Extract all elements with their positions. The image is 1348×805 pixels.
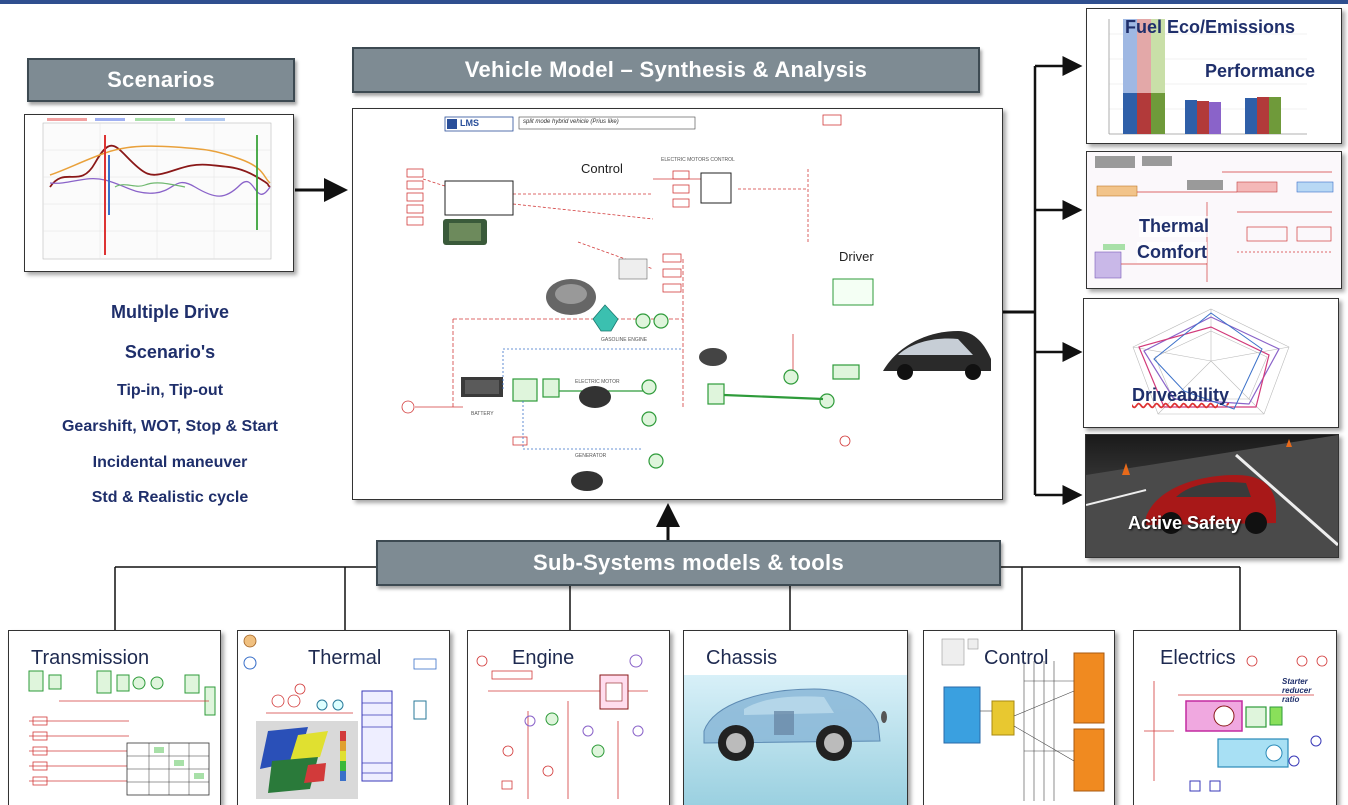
performance-title: Performance [1205,61,1316,81]
driveability-title: Driveability [1132,385,1230,405]
vm-logo-text: LMS [460,118,479,128]
driveability-radar [1132,308,1290,415]
subsystem-control-panel: Control [923,630,1115,805]
subsystem-electrics-panel: Electrics Starter reducer ratio [1133,630,1337,805]
subsystem-transmission-panel: Transmission [8,630,221,805]
drive-cycle-plot [42,118,272,260]
transmission-schematic [28,670,216,796]
comfort-title: Comfort [1137,242,1207,263]
hybrid-schematic [401,114,991,491]
scenario-item-incidental: Incidental maneuver [92,454,248,471]
top-accent-bar [0,0,1348,4]
vm-gasoline-engine-label: GASOLINE ENGINE [601,337,648,343]
vm-control-label: Control [581,161,623,176]
active-safety-title: Active Safety [1128,513,1242,533]
control-block-diagram [941,638,1105,801]
thermal-comfort-panel: Thermal Comfort [1086,151,1342,289]
thermal-subsystem-schematic [243,634,437,799]
vm-motors-control-label: ELECTRIC MOTORS CONTROL [661,157,735,163]
vm-battery-label: BATTERY [471,411,494,417]
subsystem-thermal-panel: Thermal [237,630,450,805]
vm-title: split mode hybrid vehicle (Prius like) [523,119,619,125]
fuel-eco-title: Fuel Eco/Emissions [1125,17,1296,37]
subsystem-chassis-label: Chassis [706,647,778,669]
subsystem-thermal-label: Thermal [308,647,382,669]
active-safety-scene [1086,435,1338,557]
vm-driver-label: Driver [839,249,874,264]
active-safety-panel: Active Safety [1085,434,1339,558]
vm-electric-motor-label: ELECTRIC MOTOR [575,379,620,385]
electrics-schematic [1144,655,1328,792]
subsystem-control-label: Control [984,647,1049,669]
vehicle-model-banner: Vehicle Model – Synthesis & Analysis [352,47,980,93]
scenario-plot-panel [24,114,294,272]
scenarios-heading-1: Multiple Drive [110,302,230,322]
subsystem-transmission-label: Transmission [31,647,150,669]
subsystem-engine-label: Engine [512,647,575,669]
chassis-render [684,675,907,805]
vm-generator-label: GENERATOR [575,453,607,459]
fuel-eco-chart [1108,19,1307,135]
electrics-starter-note: Starter reducer ratio [1282,677,1312,704]
subsystems-banner: Sub-Systems models & tools [376,540,1001,586]
scenarios-heading-2: Scenario's [124,342,216,362]
engine-schematic [476,654,648,799]
subsystem-electrics-label: Electrics [1160,647,1236,669]
scenario-item-cycle: Std & Realistic cycle [91,489,249,506]
vehicle-model-panel: LMS split mode hybrid vehicle (Prius lik… [352,108,1003,500]
thermal-schematic [1094,156,1334,282]
scenario-item-tip: Tip-in, Tip-out [116,382,224,399]
thermal-title: Thermal [1139,216,1210,237]
driveability-panel: Driveability [1083,298,1339,428]
subsystem-chassis-panel: Chassis [683,630,908,805]
subsystem-engine-panel: Engine [467,630,670,805]
fuel-eco-panel: Fuel Eco/Emissions Performance [1086,8,1342,144]
scenarios-banner: Scenarios [27,58,295,102]
scenario-item-gearshift: Gearshift, WOT, Stop & Start [61,418,278,435]
